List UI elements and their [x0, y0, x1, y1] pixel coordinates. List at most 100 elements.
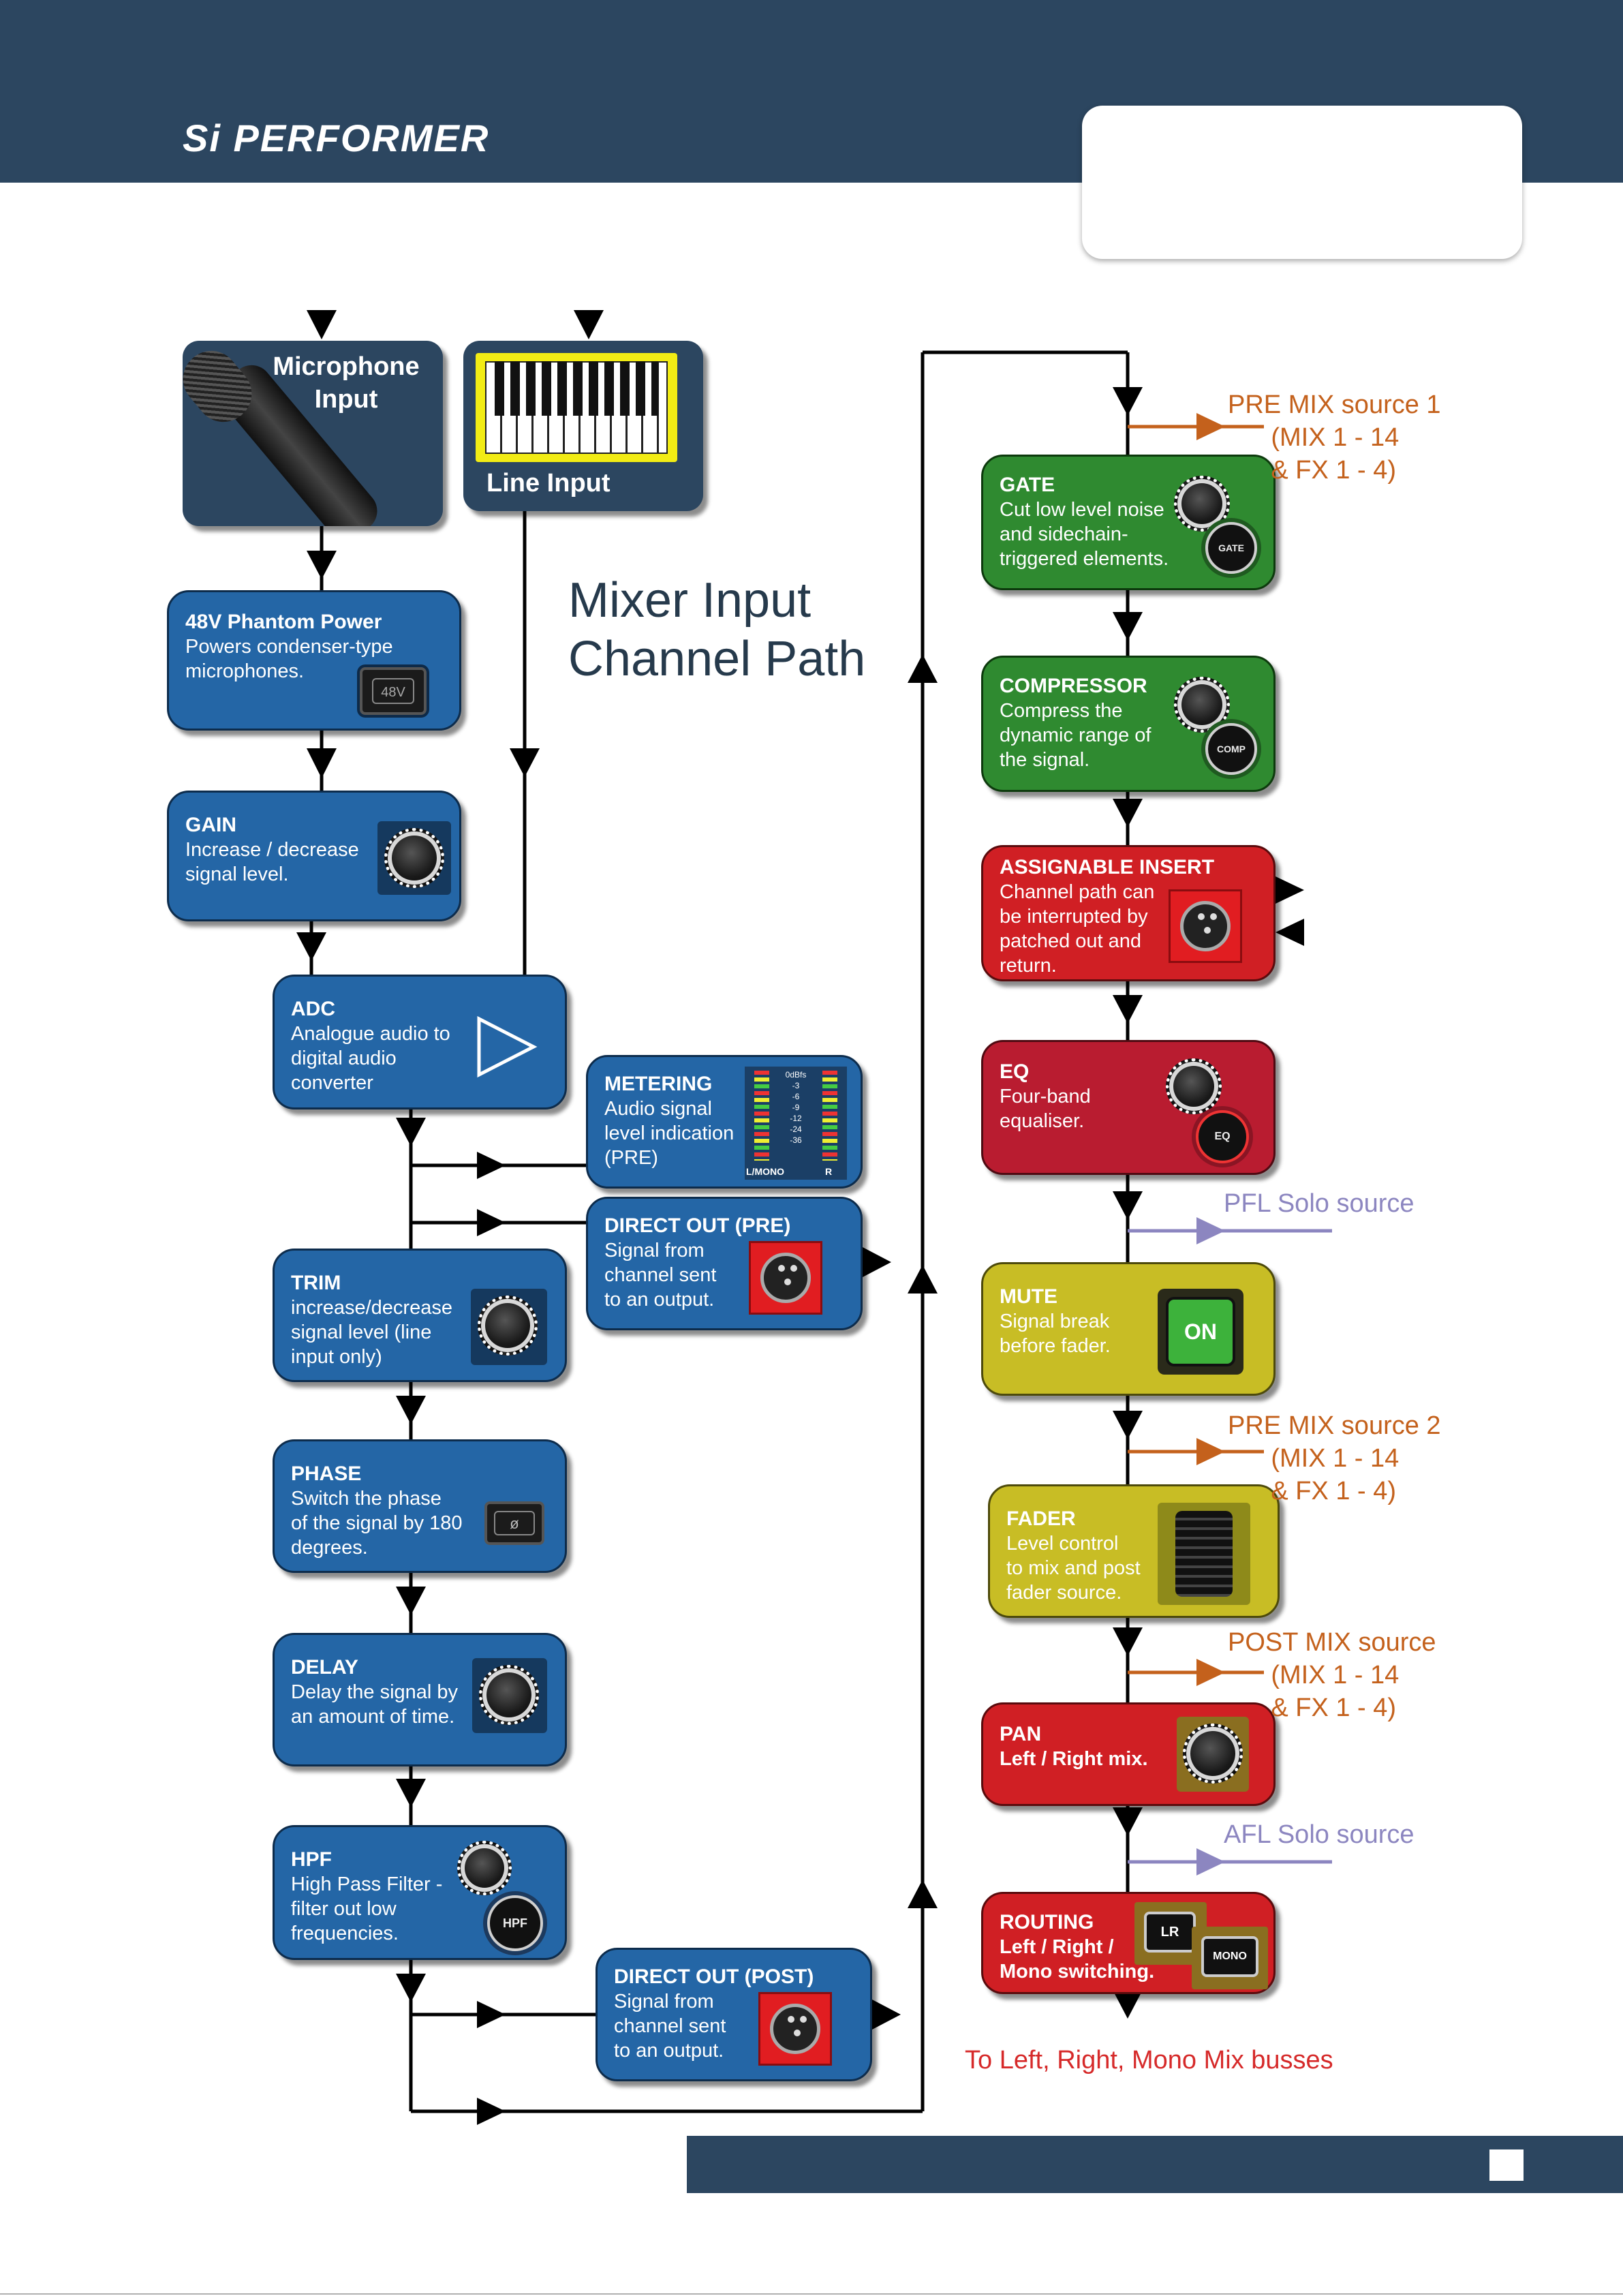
- fader-desc: Level control to mix and post fader sour…: [1006, 1533, 1141, 1604]
- pre-mix-source-1-label: PRE MIX source 1 (MIX 1 - 14 & FX 1 - 4): [1228, 391, 1441, 485]
- meter-scale-tick: -12: [790, 1114, 802, 1123]
- direct-out-pre-desc: Signal from channel sent to an output.: [604, 1240, 717, 1311]
- meter-scale-tick: 0dBfs: [785, 1070, 807, 1080]
- direct-out-pre-title: DIRECT OUT (PRE): [604, 1214, 791, 1237]
- trim-knob-icon: [478, 1296, 538, 1356]
- routing-title: ROUTING: [1000, 1911, 1094, 1933]
- gate-title: GATE: [1000, 474, 1055, 496]
- footer-bar: [687, 2136, 1623, 2193]
- meter-scale-tick: -36: [790, 1135, 802, 1145]
- gain-title: GAIN: [185, 814, 236, 836]
- mute-block: MUTE Signal break before fader. ON: [981, 1262, 1276, 1396]
- delay-block: DELAY Delay the signal by an amount of t…: [273, 1633, 567, 1766]
- assignable-insert-title: ASSIGNABLE INSERT: [1000, 856, 1215, 878]
- delay-title: DELAY: [291, 1656, 358, 1679]
- direct-out-post-block: DIRECT OUT (POST) Signal from channel se…: [596, 1948, 872, 2081]
- adc-block: ADC Analogue audio to digital audio conv…: [273, 975, 567, 1109]
- compressor-button-icon: COMP: [1205, 723, 1257, 775]
- brand-logo: Si PERFORMER: [183, 117, 490, 159]
- meter-scale-tick: -6: [792, 1092, 800, 1101]
- gain-knob-icon: [384, 828, 444, 888]
- pan-knob-icon: [1183, 1724, 1243, 1784]
- mono-button-icon: MONO: [1192, 1927, 1268, 1989]
- mix-busses-label: To Left, Right, Mono Mix busses: [965, 2046, 1333, 2075]
- pfl-solo-source-label: PFL Solo source: [1224, 1189, 1415, 1218]
- hpf-button-icon: HPF: [487, 1895, 543, 1951]
- eq-button-icon: EQ: [1196, 1110, 1249, 1163]
- delay-desc: Delay the signal by an amount of time.: [291, 1681, 459, 1728]
- fader-title: FADER: [1006, 1507, 1076, 1530]
- adc-title: ADC: [291, 998, 335, 1020]
- compressor-desc: Compress the dynamic range of the signal…: [1000, 700, 1151, 771]
- phantom-power-block: 48V Phantom Power Powers condenser-type …: [167, 590, 461, 731]
- gain-desc: Increase / decrease signal level.: [185, 839, 359, 885]
- xlr-connector-icon: [749, 1241, 822, 1315]
- direct-out-pre-block: DIRECT OUT (PRE) Signal from channel sen…: [586, 1197, 863, 1330]
- eq-knob-icon: [1166, 1058, 1222, 1114]
- keyboard-icon: [476, 353, 677, 462]
- footer-rule: [0, 2293, 1623, 2295]
- phase-button-icon: ø: [484, 1501, 544, 1545]
- page-number-box: [1489, 2149, 1524, 2181]
- xlr-connector-icon: [1169, 889, 1242, 963]
- fader-knob-icon: [1158, 1503, 1250, 1605]
- phase-block: PHASE Switch the phase of the signal by …: [273, 1439, 567, 1573]
- phase-desc: Switch the phase of the signal by 180 de…: [291, 1488, 463, 1559]
- eq-desc: Four-band equaliser.: [1000, 1086, 1091, 1132]
- header-card: [1082, 106, 1522, 259]
- compressor-knob-icon: [1174, 677, 1230, 733]
- delay-knob-icon: [479, 1665, 539, 1725]
- direct-out-post-desc: Signal from channel sent to an output.: [614, 1991, 726, 2062]
- xlr-connector-icon: [758, 1992, 832, 2066]
- post-mix-source-label: POST MIX source (MIX 1 - 14 & FX 1 - 4): [1228, 1628, 1436, 1722]
- meter-scale-tick: -9: [792, 1103, 800, 1112]
- hpf-desc: High Pass Filter - filter out low freque…: [291, 1873, 443, 1944]
- trim-block: TRIM increase/decrease signal level (lin…: [273, 1249, 567, 1382]
- gate-desc: Cut low level noise and sidechain- trigg…: [1000, 499, 1169, 570]
- phantom-power-title: 48V Phantom Power: [185, 611, 382, 633]
- hpf-knob-icon: [457, 1841, 512, 1895]
- meter-left-label: L/MONO: [746, 1166, 784, 1177]
- gate-button-icon: GATE: [1205, 522, 1257, 574]
- eq-title: EQ: [1000, 1060, 1030, 1083]
- phase-title: PHASE: [291, 1463, 362, 1485]
- mute-desc: Signal break before fader.: [1000, 1311, 1111, 1357]
- microphone-input-label: Microphone Input: [273, 352, 420, 414]
- routing-block: ROUTING Left / Right / Mono switching. L…: [981, 1892, 1276, 1994]
- trim-title: TRIM: [291, 1272, 341, 1294]
- meter-scale-tick: -3: [792, 1081, 800, 1090]
- metering-desc: Audio signal level indication (PRE): [604, 1098, 735, 1169]
- pan-title: PAN: [1000, 1723, 1042, 1745]
- compressor-block: COMPRESSOR Compress the dynamic range of…: [981, 656, 1276, 792]
- metering-block: METERING Audio signal level indication (…: [586, 1055, 863, 1189]
- meter-right-bar: [822, 1071, 837, 1161]
- 48v-button-icon: 48V: [360, 667, 427, 715]
- pan-desc: Left / Right mix.: [1000, 1748, 1148, 1770]
- level-meter-icon: 0dBfs-3 -6 -9 -12-24-36 L/MONO R: [745, 1067, 847, 1180]
- mute-on-button-icon: ON: [1158, 1289, 1243, 1375]
- pan-block: PAN Left / Right mix.: [981, 1702, 1276, 1806]
- gate-knob-icon: [1174, 476, 1230, 532]
- hpf-title: HPF: [291, 1848, 332, 1871]
- hpf-block: HPF High Pass Filter - filter out low fr…: [273, 1825, 567, 1960]
- microphone-input-box: Microphone Input: [183, 341, 443, 526]
- meter-right-label: R: [825, 1166, 833, 1177]
- eq-block: EQ Four-band equaliser. EQ: [981, 1040, 1276, 1175]
- diagram-title: Mixer Input Channel Path: [568, 573, 866, 686]
- mute-title: MUTE: [1000, 1285, 1057, 1308]
- metering-title: METERING: [604, 1073, 713, 1095]
- phantom-power-desc: Powers condenser-type microphones.: [185, 636, 393, 682]
- assignable-insert-desc: Channel path can be interrupted by patch…: [1000, 881, 1155, 977]
- line-input-box: Line Input: [463, 341, 703, 511]
- adc-desc: Analogue audio to digital audio converte…: [291, 1023, 450, 1094]
- afl-solo-source-label: AFL Solo source: [1224, 1820, 1415, 1849]
- meter-left-bar: [754, 1071, 769, 1161]
- fader-block: FADER Level control to mix and post fade…: [988, 1484, 1280, 1618]
- gate-block: GATE Cut low level noise and sidechain- …: [981, 455, 1276, 590]
- play-triangle-icon: [477, 1016, 538, 1077]
- meter-scale: 0dBfs-3 -6 -9 -12-24-36: [772, 1069, 820, 1146]
- meter-scale-tick: -24: [790, 1124, 802, 1134]
- pre-mix-source-2-label: PRE MIX source 2 (MIX 1 - 14 & FX 1 - 4): [1228, 1411, 1441, 1505]
- gain-block: GAIN Increase / decrease signal level.: [167, 791, 461, 921]
